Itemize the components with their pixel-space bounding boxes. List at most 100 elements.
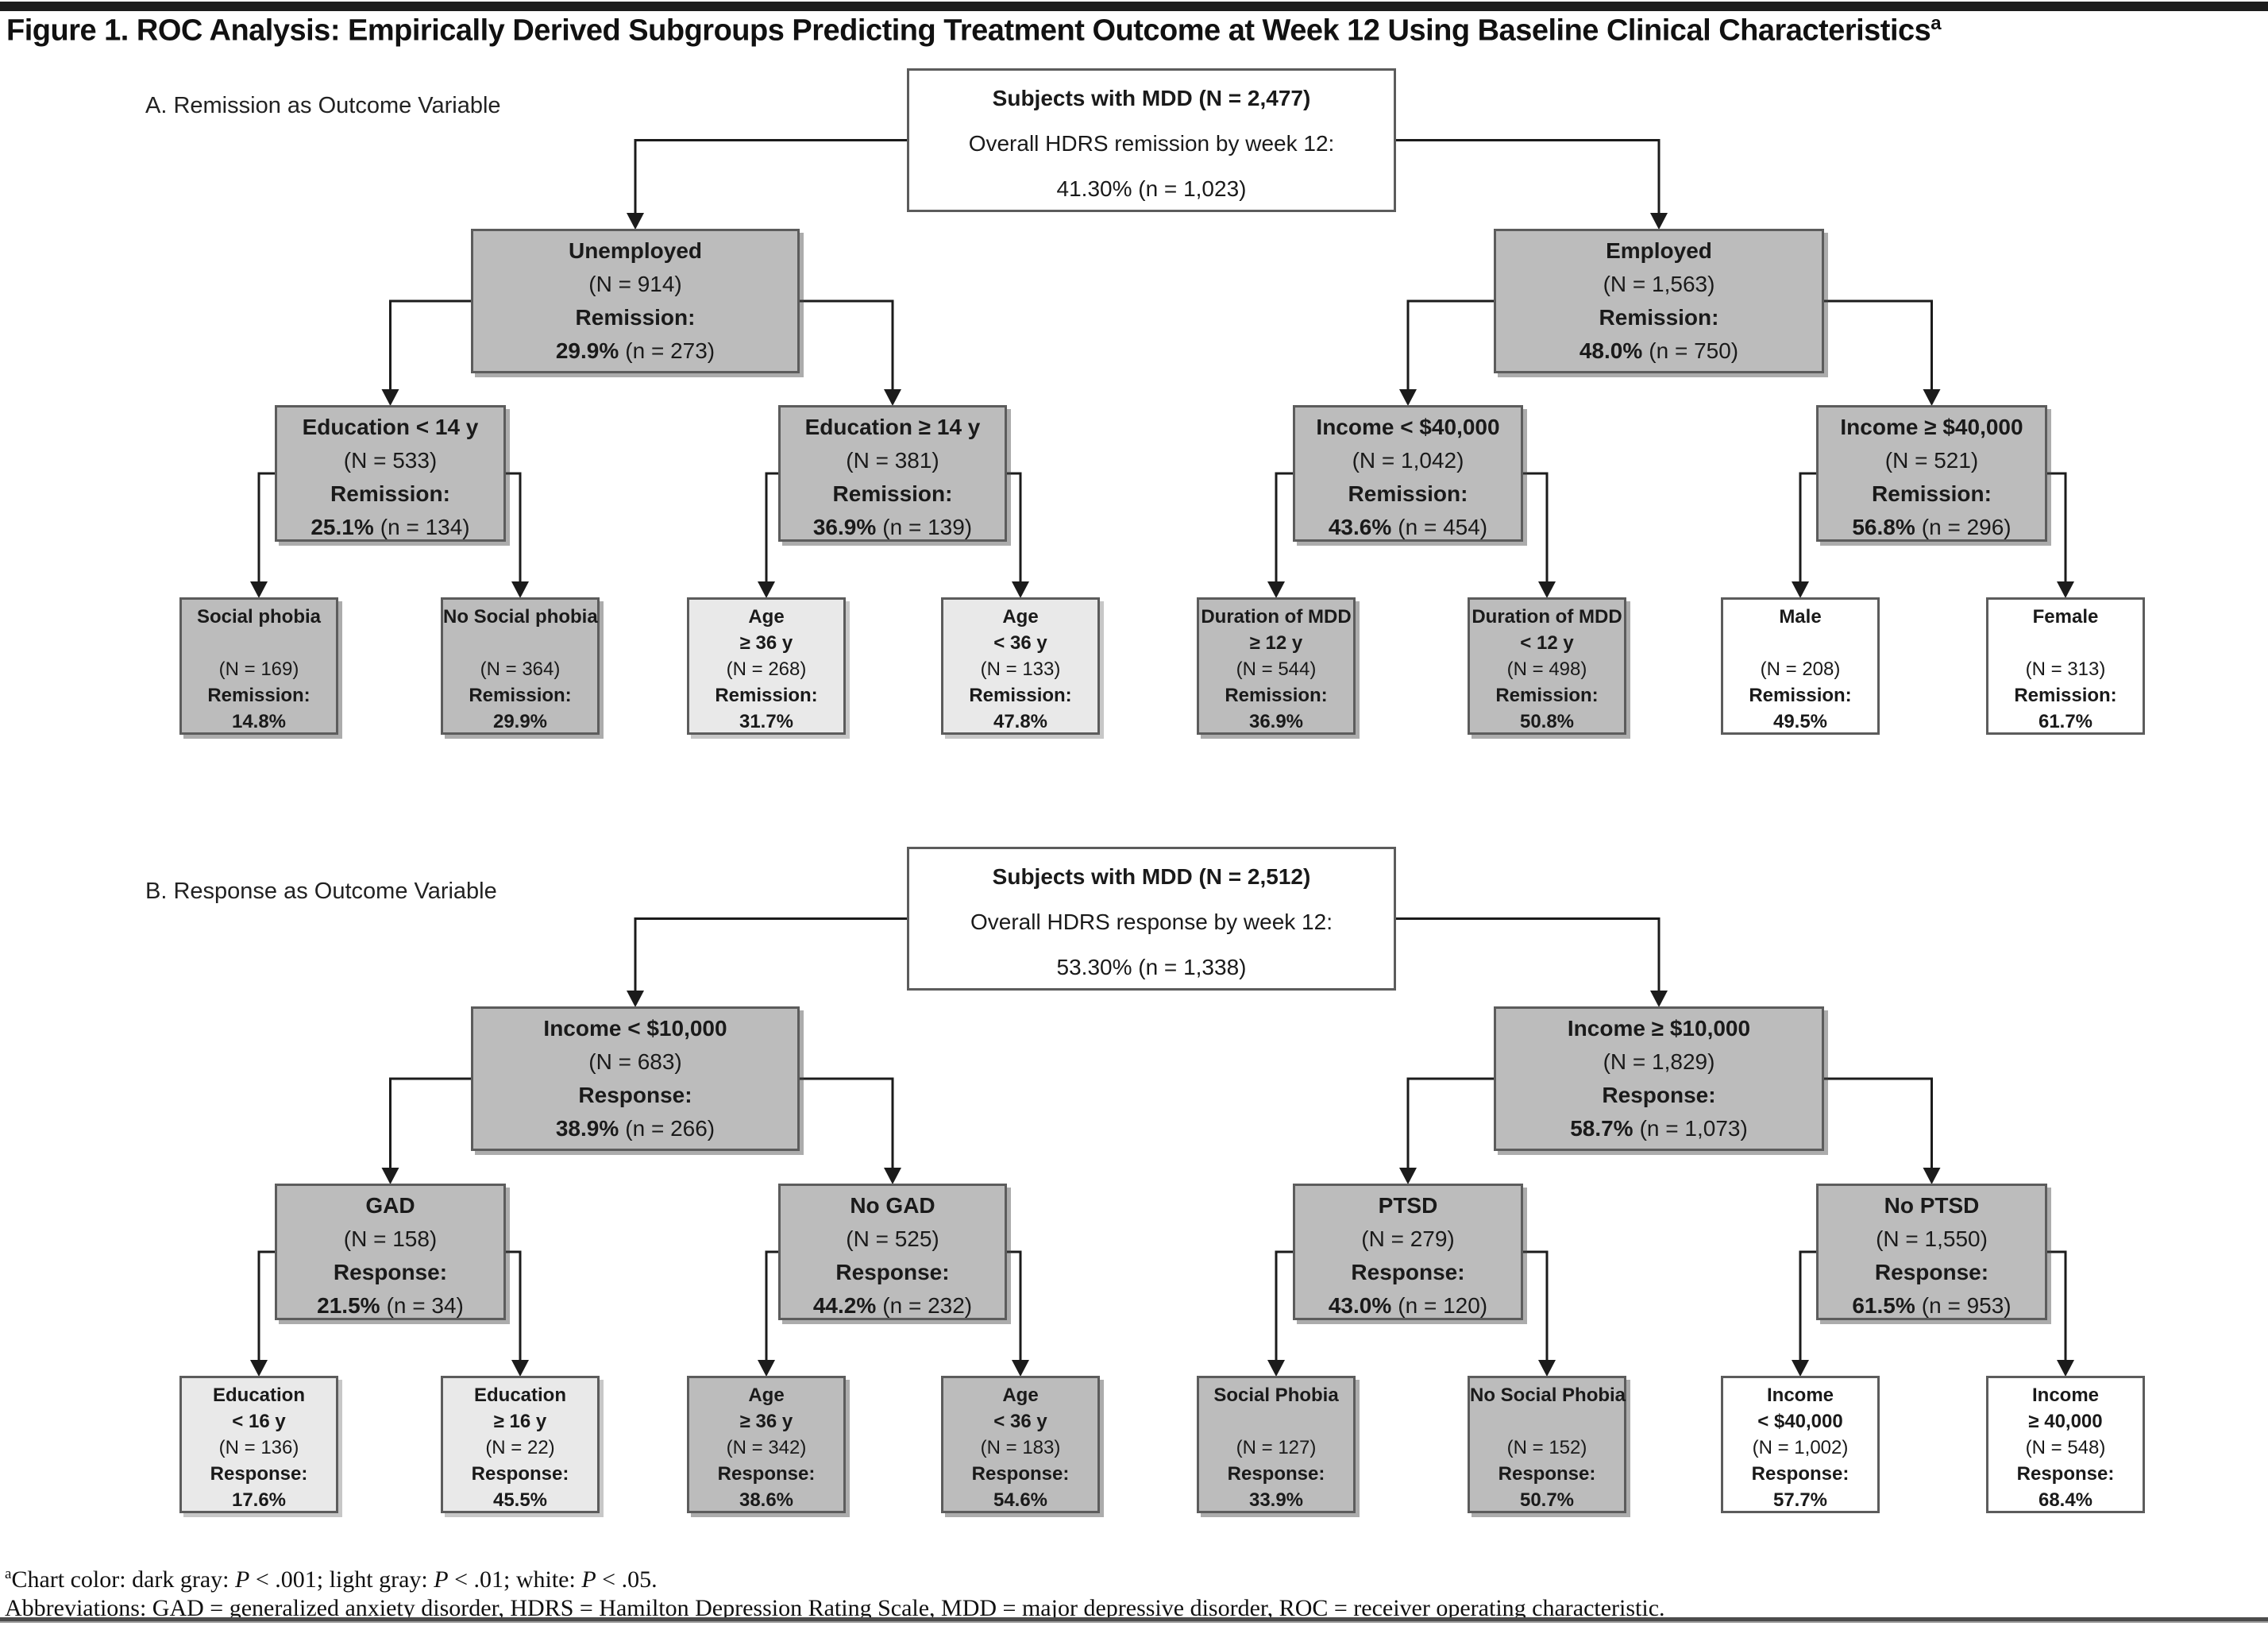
leaf-a-female: Female(N = 313)Remission:61.7% [1986,597,2145,735]
box-percent: 48.0% [1579,338,1643,363]
connector-arrowhead [250,581,268,598]
box-n: (N = 548) [2025,1437,2106,1458]
box-percent: 29.9% [492,711,548,732]
box-value: 53.30% (n = 1,338) [1056,955,1247,979]
box-n: (N = 268) [726,659,807,680]
box-outcome-label: Remission: [1599,305,1719,330]
box-outcome-label: Response: [471,1463,569,1485]
box-title: Male [1779,606,1822,628]
box-title: Education < 14 y [302,415,479,439]
connector-arrowhead [511,581,529,598]
box-percent: 36.9% [812,515,877,539]
leaf-b-income-ge40k: Income≥ 40,000(N = 548)Response:68.4% [1986,1376,2145,1513]
box-percent: 33.9% [1248,1489,1304,1511]
leaf-a-age-lt36: Age< 36 y(N = 133)Remission:47.8% [941,597,1100,735]
connector-arrowhead [1650,991,1668,1007]
box-count: (n = 1,073) [1639,1116,1748,1141]
connector-line [800,299,894,396]
box-count: (n = 134) [380,515,470,539]
box-title-line2: ≥ 36 y [739,1411,793,1432]
box-count: (n = 34) [386,1293,464,1318]
box-count: (n = 454) [1398,515,1488,539]
leaf-b-education-lt16: Education< 16 y(N = 136)Response:17.6% [179,1376,338,1513]
node-b-ptsd: PTSD(N = 279)Response:43.0%(n = 120) [1293,1184,1523,1320]
box-outcome-label: Remission: [2014,685,2117,706]
connector-line [2047,472,2067,588]
box-n: (N = 498) [1506,659,1587,680]
box-value: 44.2%(n = 232) [781,1289,1005,1323]
box-percent: 45.5% [492,1489,548,1511]
footnote-chart-color: aChart color: dark gray: P < .001; light… [5,1566,658,1593]
box-title-line2 [182,630,336,656]
box-percent: 43.0% [1328,1293,1392,1318]
box-title: Social phobia [196,606,322,628]
box-outcome-label: Remission: [1749,685,1852,706]
box-n: (N = 127) [1236,1437,1317,1458]
box-subtitle: Overall HDRS remission by week 12: [968,131,1335,156]
connector-arrowhead [1792,1360,1809,1377]
box-n: (N = 683) [588,1049,682,1074]
connector-arrowhead [1012,581,1029,598]
box-title: No GAD [850,1193,935,1218]
connector-line [1007,472,1022,588]
footnote-abbreviations: Abbreviations: GAD = generalized anxiety… [5,1595,1665,1621]
connector-arrowhead [1012,1360,1029,1377]
box-title-line2: < 36 y [993,1411,1047,1432]
connector-line [1406,299,1494,396]
box-outcome-label: Remission: [969,685,1072,706]
connector-arrowhead [381,389,399,406]
box-title-line2: < $40,000 [1757,1411,1843,1432]
box-percent: 31.7% [739,711,794,732]
box-n: (N = 208) [1760,659,1841,680]
leaf-a-mdd-duration-lt12: Duration of MDD< 12 y(N = 498)Remission:… [1468,597,1626,735]
node-a-root: Subjects with MDD (N = 2,477)Overall HDR… [907,68,1396,212]
leaf-b-no-social-phobia: No Social Phobia(N = 152)Response:50.7% [1468,1376,1626,1513]
box-percent: 43.6% [1328,515,1392,539]
node-b-income-lt10k: Income < $10,000(N = 683)Response:38.9%(… [471,1006,800,1151]
connector-arrowhead [758,581,775,598]
box-n: (N = 152) [1506,1437,1587,1458]
box-count: (n = 273) [625,338,716,363]
figure-title-text: Figure 1. ROC Analysis: Empirically Deri… [6,14,1931,48]
figure-title: Figure 1. ROC Analysis: Empirically Deri… [6,13,1942,48]
box-count: (n = 750) [1649,338,1739,363]
box-title: Subjects with MDD (N = 2,512) [992,864,1311,889]
box-outcome-label: Response: [2016,1463,2115,1485]
node-b-gad: GAD(N = 158)Response:21.5%(n = 34) [275,1184,506,1320]
connector-arrowhead [1538,1360,1556,1377]
connector-line [634,139,907,219]
connector-line [1523,1250,1549,1366]
p-symbol: P [434,1566,449,1593]
box-value: 36.9%(n = 139) [781,511,1005,544]
connector-arrowhead [758,1360,775,1377]
connector-arrowhead [511,1360,529,1377]
box-title-line2: < 36 y [993,632,1047,654]
box-outcome-label: Remission: [1348,481,1468,506]
box-title-line2: ≥ 12 y [1249,632,1303,654]
box-title-line2 [1470,1408,1624,1435]
node-a-income-lt40k: Income < $40,000(N = 1,042)Remission:43.… [1293,405,1523,542]
box-title: Income < $10,000 [543,1016,727,1041]
box-count: (n = 232) [882,1293,973,1318]
box-outcome-label: Remission: [575,305,696,330]
leaf-a-social-phobia: Social phobia(N = 169)Remission:14.8% [179,597,338,735]
connector-line [1275,472,1293,588]
box-title-line2: < 12 y [1520,632,1574,654]
box-title: Education [212,1385,305,1406]
box-title-line2: < 16 y [232,1411,286,1432]
box-percent: 57.7% [1772,1489,1828,1511]
box-outcome-label: Response: [1874,1260,1989,1284]
box-outcome-label: Response: [1602,1083,1716,1107]
box-title: Female [2032,606,2099,628]
box-title: Duration of MDD [1472,606,1622,628]
box-n: (N = 1,550) [1876,1226,1988,1251]
box-n: (N = 183) [980,1437,1061,1458]
box-value: 38.9%(n = 266) [473,1112,797,1145]
connector-line [1799,472,1816,588]
box-title: Education ≥ 14 y [804,415,981,439]
box-title: Unemployed [568,238,703,263]
box-title: Duration of MDD [1201,606,1352,628]
box-percent: 14.8% [231,711,287,732]
box-value: 48.0%(n = 750) [1496,334,1822,368]
box-title: GAD [365,1193,415,1218]
